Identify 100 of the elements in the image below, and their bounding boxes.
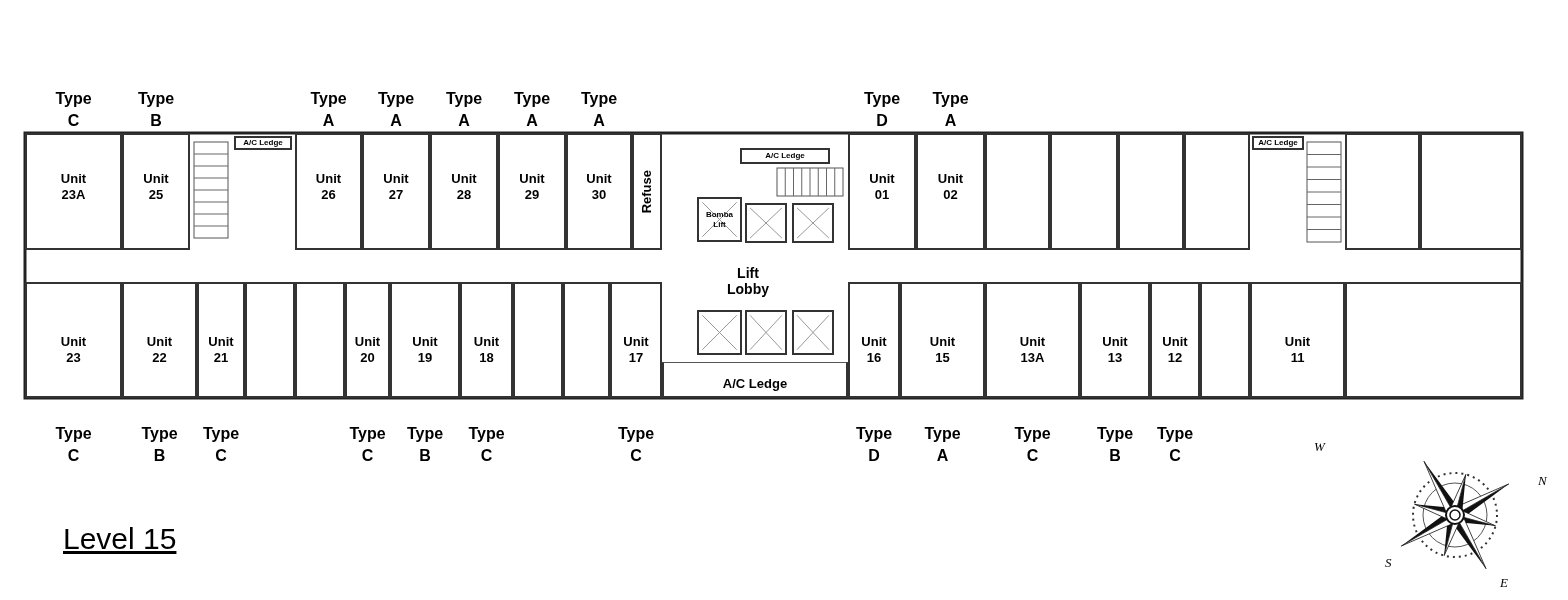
unit-label: Unit 23A	[59, 171, 88, 203]
unit-type-label: Type A	[309, 89, 348, 131]
unit-label: Unit 18	[472, 334, 501, 366]
unit-label: Unit 23	[59, 334, 88, 366]
unit-label: Unit 22	[145, 334, 174, 366]
unit-label: Unit 28	[450, 171, 478, 203]
unit-type-label: Type B	[136, 89, 176, 131]
room	[295, 282, 345, 398]
room	[1420, 133, 1522, 250]
lift-label: Bomba Lift	[704, 209, 735, 230]
unit-type-label: Type A	[444, 89, 484, 131]
lift-shaft	[745, 310, 787, 355]
room-label: A/C Ledge	[1258, 138, 1298, 148]
unit-type-label: Type D	[862, 89, 902, 131]
unit-label: Unit 02	[936, 171, 965, 203]
ac-ledge-room	[234, 136, 292, 150]
unit-type-label: Type B	[1095, 424, 1135, 466]
lift-shaft	[792, 203, 834, 243]
room	[245, 282, 295, 398]
unit-room	[197, 282, 245, 398]
unit-type-label: Type D	[854, 424, 894, 466]
unit-room	[566, 133, 632, 250]
room-label: Lift Lobby	[726, 265, 770, 297]
unit-label: Unit 30	[585, 171, 613, 203]
room	[1118, 133, 1184, 250]
room	[985, 133, 1050, 250]
unit-room	[848, 282, 900, 398]
unit-type-label: Type A	[579, 89, 619, 131]
unit-label: Unit 15	[928, 334, 957, 366]
unit-type-label: Type A	[923, 424, 962, 466]
compass-letter: W	[1314, 438, 1325, 456]
ac-ledge-room	[740, 148, 830, 164]
unit-room	[460, 282, 513, 398]
unit-room	[916, 133, 985, 250]
unit-type-label: Type A	[931, 89, 970, 131]
unit-room	[430, 133, 498, 250]
unit-room	[848, 133, 916, 250]
room-label: Refuse	[639, 169, 655, 214]
unit-room	[985, 282, 1080, 398]
unit-type-label: Type C	[54, 424, 93, 466]
lift-shaft	[697, 197, 742, 242]
room	[563, 282, 610, 398]
unit-label: Unit 13	[1101, 334, 1129, 366]
compass-letter: E	[1500, 574, 1508, 592]
unit-room	[122, 133, 190, 250]
unit-type-label: Type A	[376, 89, 416, 131]
unit-label: Unit 27	[382, 171, 410, 203]
unit-type-label: Type C	[467, 424, 506, 466]
lift-shaft	[745, 203, 787, 243]
unit-label: Unit 12	[1161, 334, 1189, 366]
unit-room	[295, 133, 362, 250]
unit-room	[1150, 282, 1200, 398]
unit-label: Unit 13A	[1018, 334, 1047, 366]
compass-letter: N	[1538, 472, 1547, 490]
unit-label: Unit 17	[622, 334, 650, 366]
lift-shaft	[697, 310, 742, 355]
room	[1050, 133, 1118, 250]
unit-label: Unit 26	[314, 171, 343, 203]
room	[513, 282, 563, 398]
room	[1200, 282, 1250, 398]
unit-type-label: Type B	[140, 424, 179, 466]
unit-room	[900, 282, 985, 398]
unit-label: Unit 21	[207, 334, 235, 366]
unit-type-label: Type B	[405, 424, 445, 466]
unit-type-label: Type C	[201, 424, 241, 466]
unit-room	[610, 282, 662, 398]
unit-label: Unit 29	[518, 171, 546, 203]
unit-type-label: Type C	[1013, 424, 1052, 466]
unit-room	[1250, 282, 1345, 398]
unit-label: Unit 01	[868, 171, 896, 203]
unit-room	[390, 282, 460, 398]
compass-letter: S	[1385, 554, 1392, 572]
unit-label: Unit 25	[142, 171, 170, 203]
unit-room	[25, 133, 122, 250]
refuse-room	[632, 133, 662, 250]
room-label: A/C Ledge	[243, 138, 283, 148]
room-label: A/C Ledge	[765, 151, 805, 161]
lift-shaft	[792, 310, 834, 355]
room	[1345, 133, 1420, 250]
unit-label: Unit 20	[353, 334, 382, 366]
unit-room	[362, 133, 430, 250]
unit-type-label: Type C	[1155, 424, 1195, 466]
ac-ledge-room	[1252, 136, 1304, 150]
unit-type-label: Type A	[512, 89, 552, 131]
unit-type-label: Type C	[616, 424, 656, 466]
unit-label: Unit 11	[1283, 334, 1312, 366]
unit-type-label: Type C	[54, 89, 93, 131]
unit-room	[1080, 282, 1150, 398]
unit-type-label: Type C	[348, 424, 387, 466]
room-label: A/C Ledge	[722, 376, 788, 393]
unit-label: Unit 19	[411, 334, 439, 366]
level-title: Level 15	[63, 522, 177, 556]
unit-room	[345, 282, 390, 398]
unit-room	[498, 133, 566, 250]
unit-room	[25, 282, 122, 398]
ac-ledge-room	[662, 362, 848, 398]
room	[1345, 282, 1522, 398]
unit-label: Unit 16	[860, 334, 888, 366]
room	[1184, 133, 1250, 250]
unit-room	[122, 282, 197, 398]
